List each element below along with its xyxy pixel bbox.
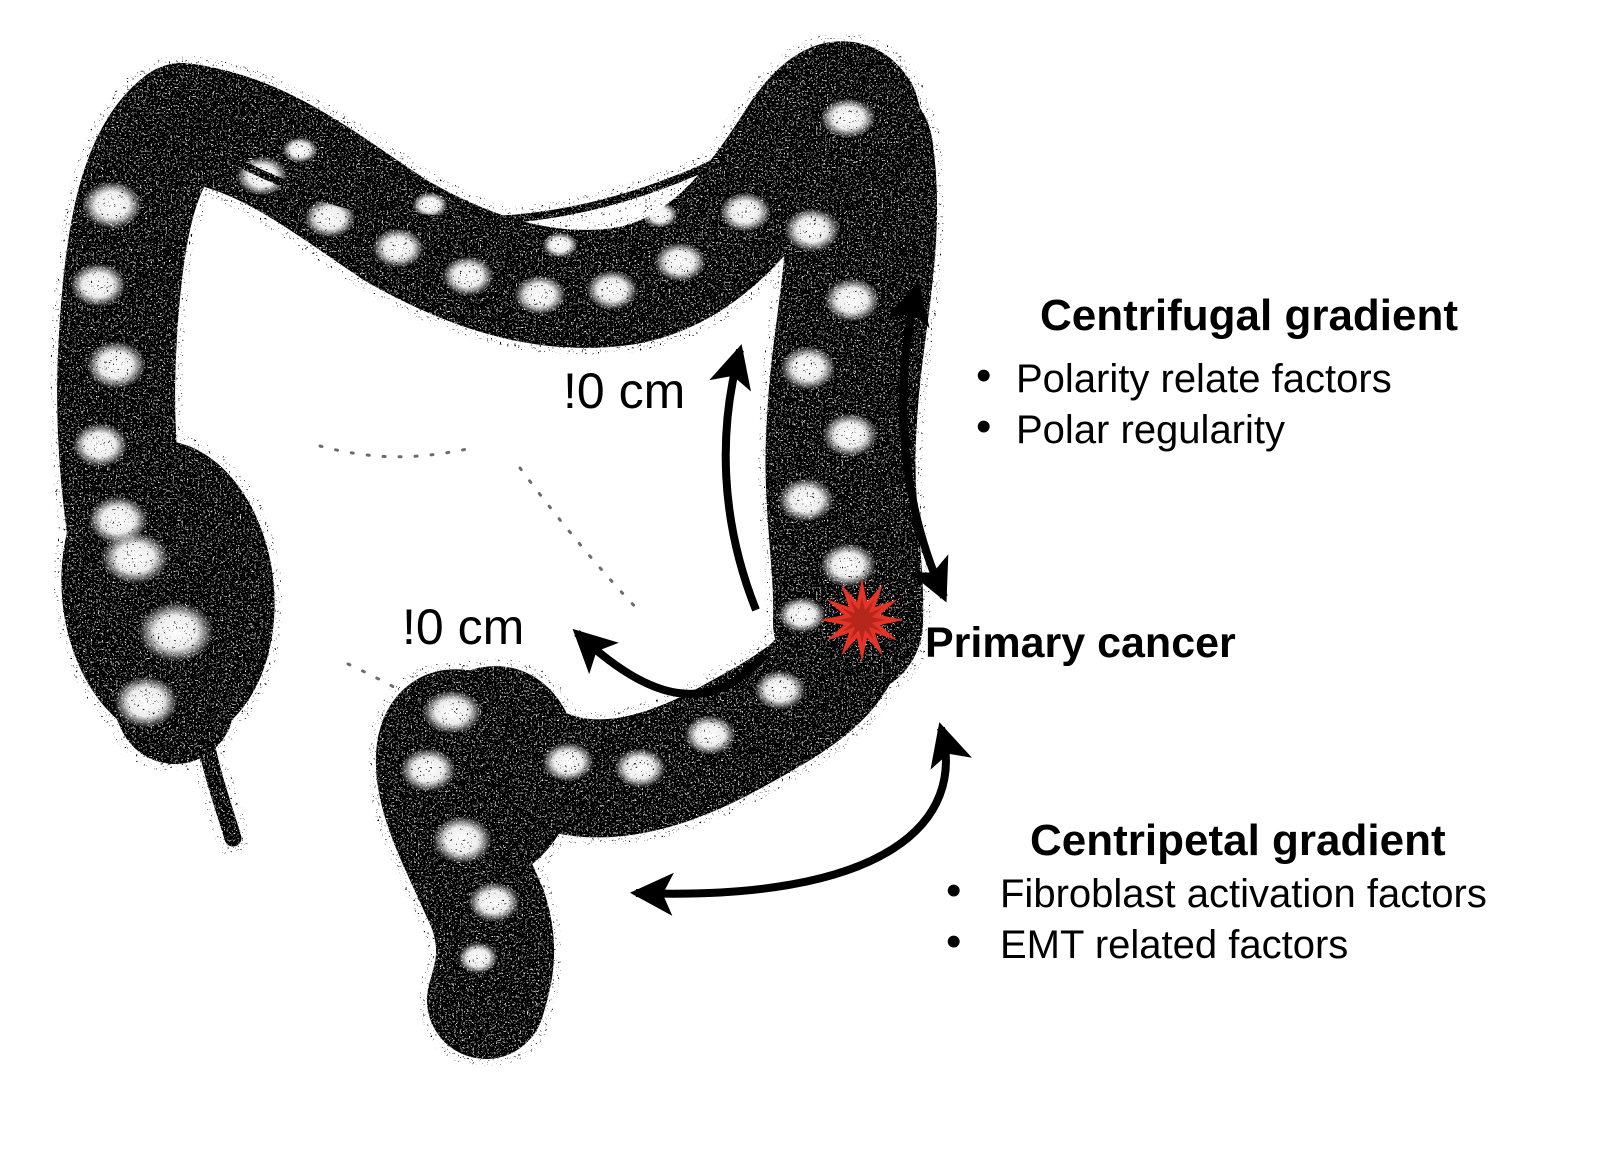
bullet-dot-icon: • (976, 402, 991, 451)
ascending-direction-arrow-icon (709, 344, 760, 612)
colon-illustration (57, 41, 938, 1059)
centripetal-bullet-1: Fibroblast activation factors (1000, 872, 1487, 916)
distance-label-top: !0 cm (563, 363, 685, 419)
ten-cm-left-arrow-icon (572, 628, 768, 698)
centripetal-heading: Centripetal gradient (1030, 816, 1446, 865)
appendix (196, 729, 242, 847)
bullet-dot-icon: • (946, 866, 961, 915)
bullet-dot-icon: • (946, 917, 961, 966)
mesentery-dots (318, 444, 642, 704)
centripetal-bullet-2: EMT related factors (1000, 923, 1348, 967)
distance-label-left: !0 cm (402, 599, 524, 655)
primary-cancer-marker starburst-icon (820, 578, 904, 662)
centrifugal-bullet-1: Polarity relate factors (1016, 357, 1392, 401)
haustra-highlights (70, 98, 880, 974)
centripetal-annotation: Centripetal gradient • Fibroblast activa… (946, 816, 1487, 967)
bullet-dot-icon: • (976, 351, 991, 400)
starburst-inner (839, 597, 885, 643)
arrows (572, 281, 972, 916)
rectum-tip (450, 985, 518, 1056)
taenia-line (208, 118, 796, 225)
primary-cancer-label: Primary cancer (925, 619, 1236, 667)
centrifugal-bullet-2: Polar regularity (1016, 408, 1285, 452)
centrifugal-annotation: Centrifugal gradient • Polarity relate f… (976, 291, 1458, 452)
centripetal-double-arrow-icon (629, 722, 972, 916)
centrifugal-double-arrow-icon (887, 281, 949, 603)
centrifugal-heading: Centrifugal gradient (1040, 291, 1458, 340)
